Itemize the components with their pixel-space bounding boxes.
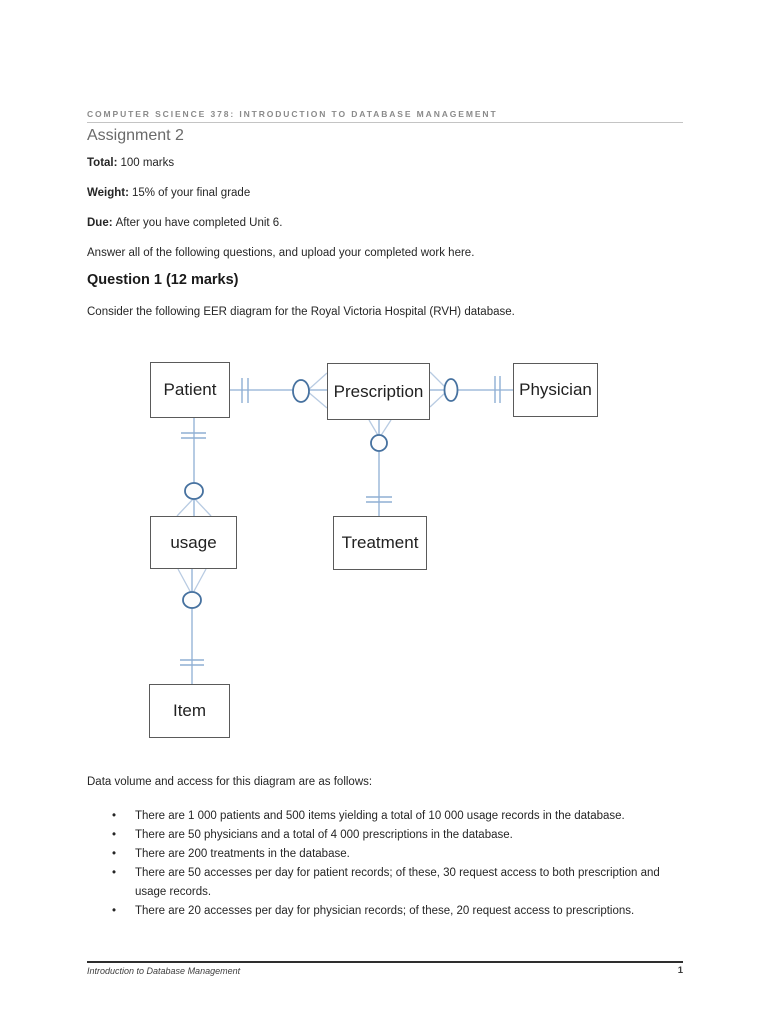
entity-usage: usage	[150, 516, 237, 569]
bullet-item: There are 200 treatments in the database…	[110, 845, 662, 864]
optional-circle-icon	[370, 434, 388, 452]
entity-item: Item	[149, 684, 230, 738]
footer-document-title: Introduction to Database Management	[87, 966, 241, 976]
entity-treatment-label: Treatment	[341, 533, 419, 552]
assignment-title: Assignment 2	[87, 127, 184, 144]
crow-foot-icon	[177, 568, 192, 594]
meta-due: Due:After you have completed Unit 6.	[87, 217, 282, 229]
footer-divider	[87, 961, 683, 963]
data-volume-list: There are 1 000 patients and 500 items y…	[110, 807, 662, 921]
connector-patient-prescription	[230, 372, 328, 409]
header-divider	[87, 122, 683, 123]
connector-usage-item	[177, 568, 207, 684]
meta-weight-label: Weight:	[87, 187, 129, 199]
crow-foot-icon	[192, 568, 207, 594]
bullet-item: There are 50 physicians and a total of 4…	[110, 826, 662, 845]
entity-usage-label: usage	[170, 532, 217, 552]
footer-page-number: 1	[677, 965, 683, 976]
optional-circle-icon	[443, 378, 459, 402]
optional-circle-icon	[292, 379, 310, 403]
crow-foot-icon	[176, 497, 195, 517]
entity-item-label: Item	[172, 701, 207, 720]
entity-treatment: Treatment	[333, 516, 427, 570]
meta-weight: Weight:15% of your final grade	[87, 187, 250, 199]
meta-weight-value: 15% of your final grade	[131, 187, 251, 199]
bullet-item: There are 20 accesses per day for physic…	[110, 902, 662, 921]
bullet-item: There are 1 000 patients and 500 items y…	[110, 807, 662, 826]
entity-physician-label: Physician	[519, 380, 592, 399]
bullet-item: There are 50 accesses per day for patien…	[110, 864, 662, 902]
data-volume-intro: Data volume and access for this diagram …	[87, 776, 373, 788]
crow-foot-icon	[429, 391, 447, 408]
entity-patient-label: Patient	[163, 380, 217, 399]
crow-foot-icon	[306, 372, 328, 392]
meta-total-label: Total:	[87, 157, 118, 169]
connector-prescription-treatment	[366, 419, 392, 516]
instructions-text: Answer all of the following questions, a…	[87, 247, 475, 259]
optional-circle-icon	[182, 591, 202, 609]
eer-diagram: Patient Prescription Physician usage Tre…	[0, 350, 768, 750]
question-intro: Consider the following EER diagram for t…	[87, 306, 515, 318]
course-header: COMPUTER SCIENCE 378: INTRODUCTION TO DA…	[87, 109, 498, 119]
optional-circle-icon	[184, 482, 204, 500]
entity-patient: Patient	[150, 362, 230, 418]
crow-foot-icon	[306, 390, 328, 409]
crow-foot-icon	[429, 371, 447, 389]
crow-foot-icon	[193, 497, 212, 517]
crow-foot-icon	[368, 419, 380, 438]
entity-prescription-label: Prescription	[333, 381, 424, 401]
diagram-connectors	[176, 371, 513, 684]
question-heading: Question 1 (12 marks)	[87, 272, 239, 288]
meta-due-label: Due:	[87, 217, 113, 229]
meta-due-value: After you have completed Unit 6.	[115, 217, 283, 229]
entity-prescription: Prescription	[327, 363, 430, 420]
connector-patient-usage	[176, 418, 212, 517]
crow-foot-icon	[379, 419, 392, 438]
meta-total: Total:100 marks	[87, 157, 174, 169]
connector-prescription-physician	[429, 371, 513, 408]
entity-physician: Physician	[513, 363, 598, 417]
meta-total-value: 100 marks	[120, 157, 175, 169]
